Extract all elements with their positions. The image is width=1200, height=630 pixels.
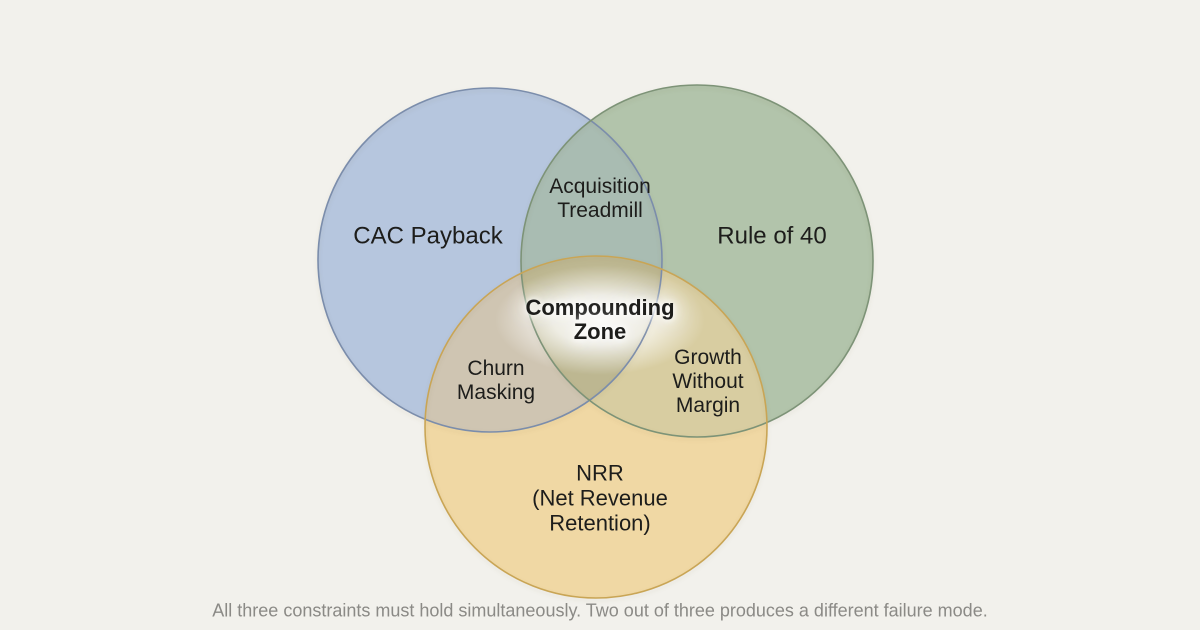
label-line: Treadmill bbox=[557, 199, 643, 222]
circle-rule-of-40-outline bbox=[520, 84, 874, 438]
label-line: Without bbox=[672, 370, 744, 394]
footer-caption: All three constraints must hold simultan… bbox=[212, 600, 988, 621]
label-line: Margin bbox=[675, 393, 741, 417]
center-glow bbox=[495, 265, 705, 375]
circle-nrr-outline bbox=[424, 255, 768, 599]
label-compounding-zone: Compounding Zone bbox=[525, 294, 675, 344]
label-line: Masking bbox=[456, 381, 536, 404]
label-line: NRR bbox=[576, 460, 624, 486]
label-churn-masking: Churn Masking bbox=[457, 357, 535, 405]
label-line: (Net Revenue bbox=[532, 485, 668, 511]
label-line: Zone bbox=[573, 319, 627, 344]
label-growth-without-margin: Growth Without Margin bbox=[672, 346, 743, 418]
label-cac-payback: CAC Payback bbox=[353, 222, 503, 250]
label-rule-of-40: Rule of 40 bbox=[717, 222, 827, 250]
label-line: Churn bbox=[467, 357, 525, 381]
label-line: Growth bbox=[674, 346, 742, 370]
label-line: Compounding bbox=[525, 294, 675, 320]
label-acquisition-treadmill: Acquisition Treadmill bbox=[549, 175, 651, 223]
label-line: Acquisition bbox=[549, 175, 651, 199]
label-line: Retention) bbox=[549, 510, 651, 536]
circle-cac-payback-outline bbox=[317, 87, 663, 433]
label-nrr: NRR (Net Revenue Retention) bbox=[532, 460, 668, 537]
